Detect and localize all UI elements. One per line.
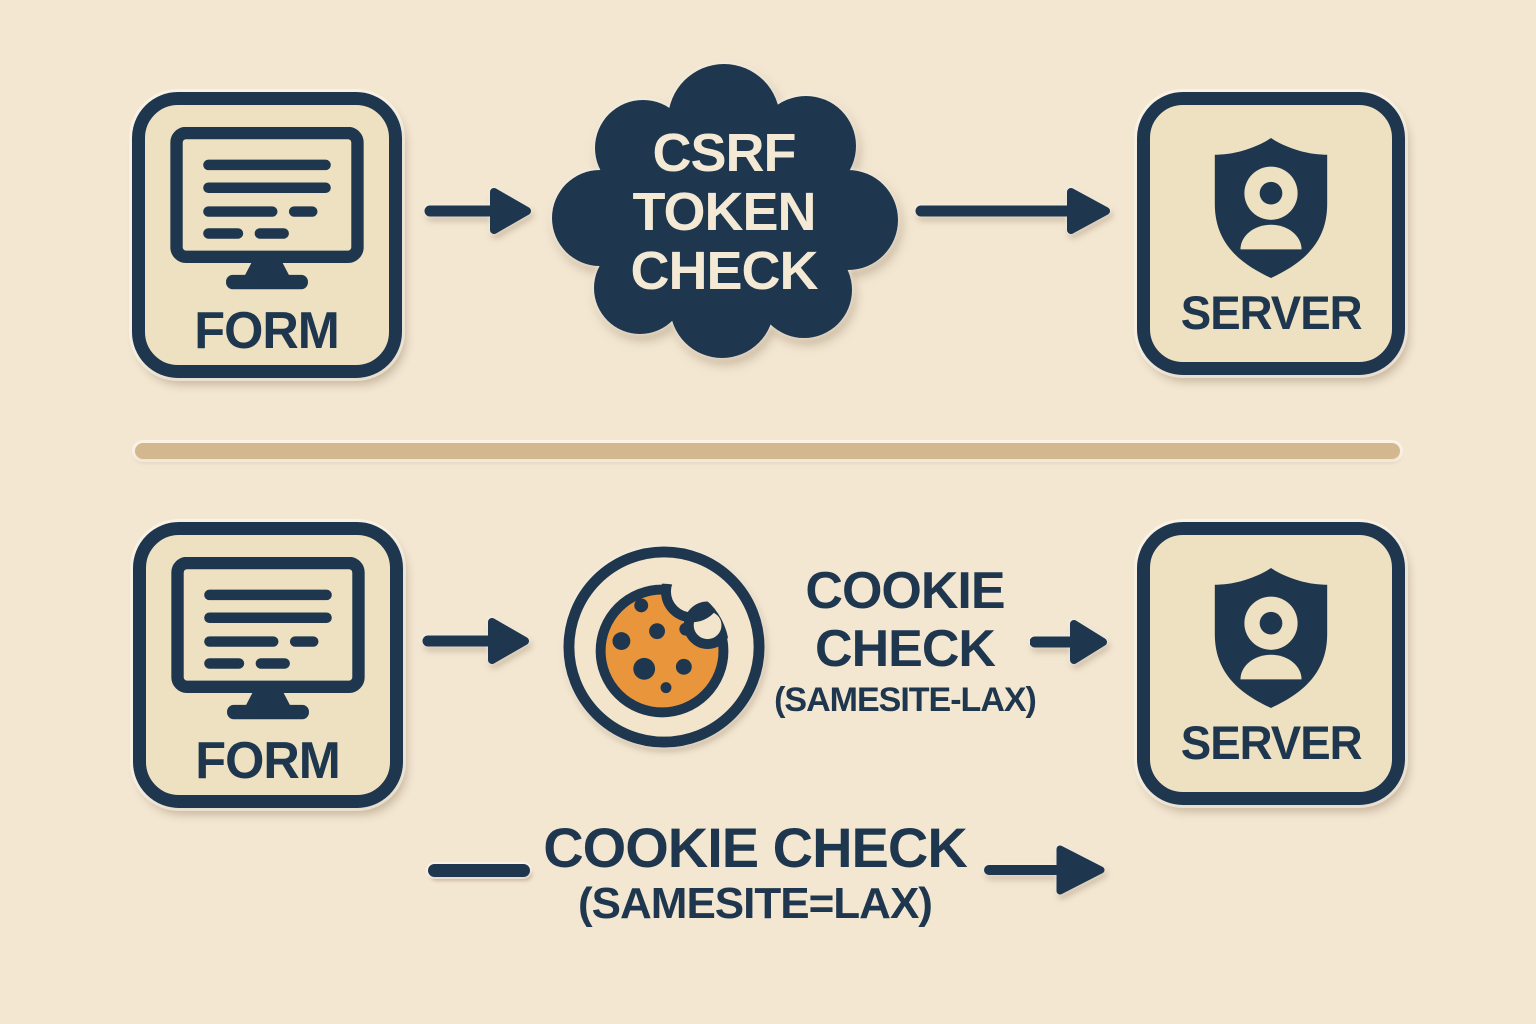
- csrf-token-check-cloud: CSRF TOKEN CHECK: [548, 58, 900, 364]
- cookie-check-line-1: COOKIE: [805, 562, 1005, 620]
- cookie-bite-icon: [561, 544, 769, 752]
- server-label-bottom: SERVER: [1180, 716, 1363, 769]
- arrow-right-icon-bottom-2: [1029, 614, 1110, 670]
- cookie-check-line-3: (SAMESITE-LAX): [774, 681, 1037, 719]
- cloud-line-1: CSRF: [652, 123, 797, 183]
- arrow-right-icon-top-1: [424, 182, 536, 240]
- cookie-check-line-2: CHECK: [815, 620, 996, 678]
- cookie-check-label: COOKIE CHECK (SAMESITE-LAX): [745, 562, 1065, 720]
- monitor-form-icon: [167, 126, 367, 299]
- footer-line-1: COOKIE CHECK: [543, 816, 968, 879]
- monitor-form-icon: [168, 556, 368, 729]
- form-node-top: FORM: [132, 92, 402, 378]
- cloud-line-3: CHECK: [630, 241, 818, 301]
- shield-person-icon: [1202, 133, 1340, 283]
- arrow-right-icon-top-2: [915, 182, 1115, 240]
- shield-person-icon: [1202, 563, 1340, 713]
- server-node-bottom: SERVER: [1137, 522, 1405, 805]
- footer-line-2: (SAMESITE=LAX): [578, 879, 933, 928]
- form-label-bottom: FORM: [195, 732, 342, 790]
- footer-cookie-check-label: COOKIE CHECK (SAMESITE=LAX): [505, 818, 1005, 930]
- cloud-line-2: TOKEN: [632, 182, 816, 242]
- server-node-top: SERVER: [1137, 92, 1405, 375]
- cloud-shape: [552, 64, 898, 358]
- form-node-bottom: FORM: [133, 522, 403, 808]
- cloud-text: CSRF TOKEN CHECK: [548, 124, 900, 301]
- form-label-top: FORM: [194, 302, 341, 360]
- arrow-right-icon-bottom-1: [422, 612, 534, 670]
- divider: [135, 443, 1400, 459]
- server-label-top: SERVER: [1180, 286, 1363, 339]
- arrow-right-icon-footer: [984, 840, 1108, 900]
- line-segment: [428, 864, 530, 877]
